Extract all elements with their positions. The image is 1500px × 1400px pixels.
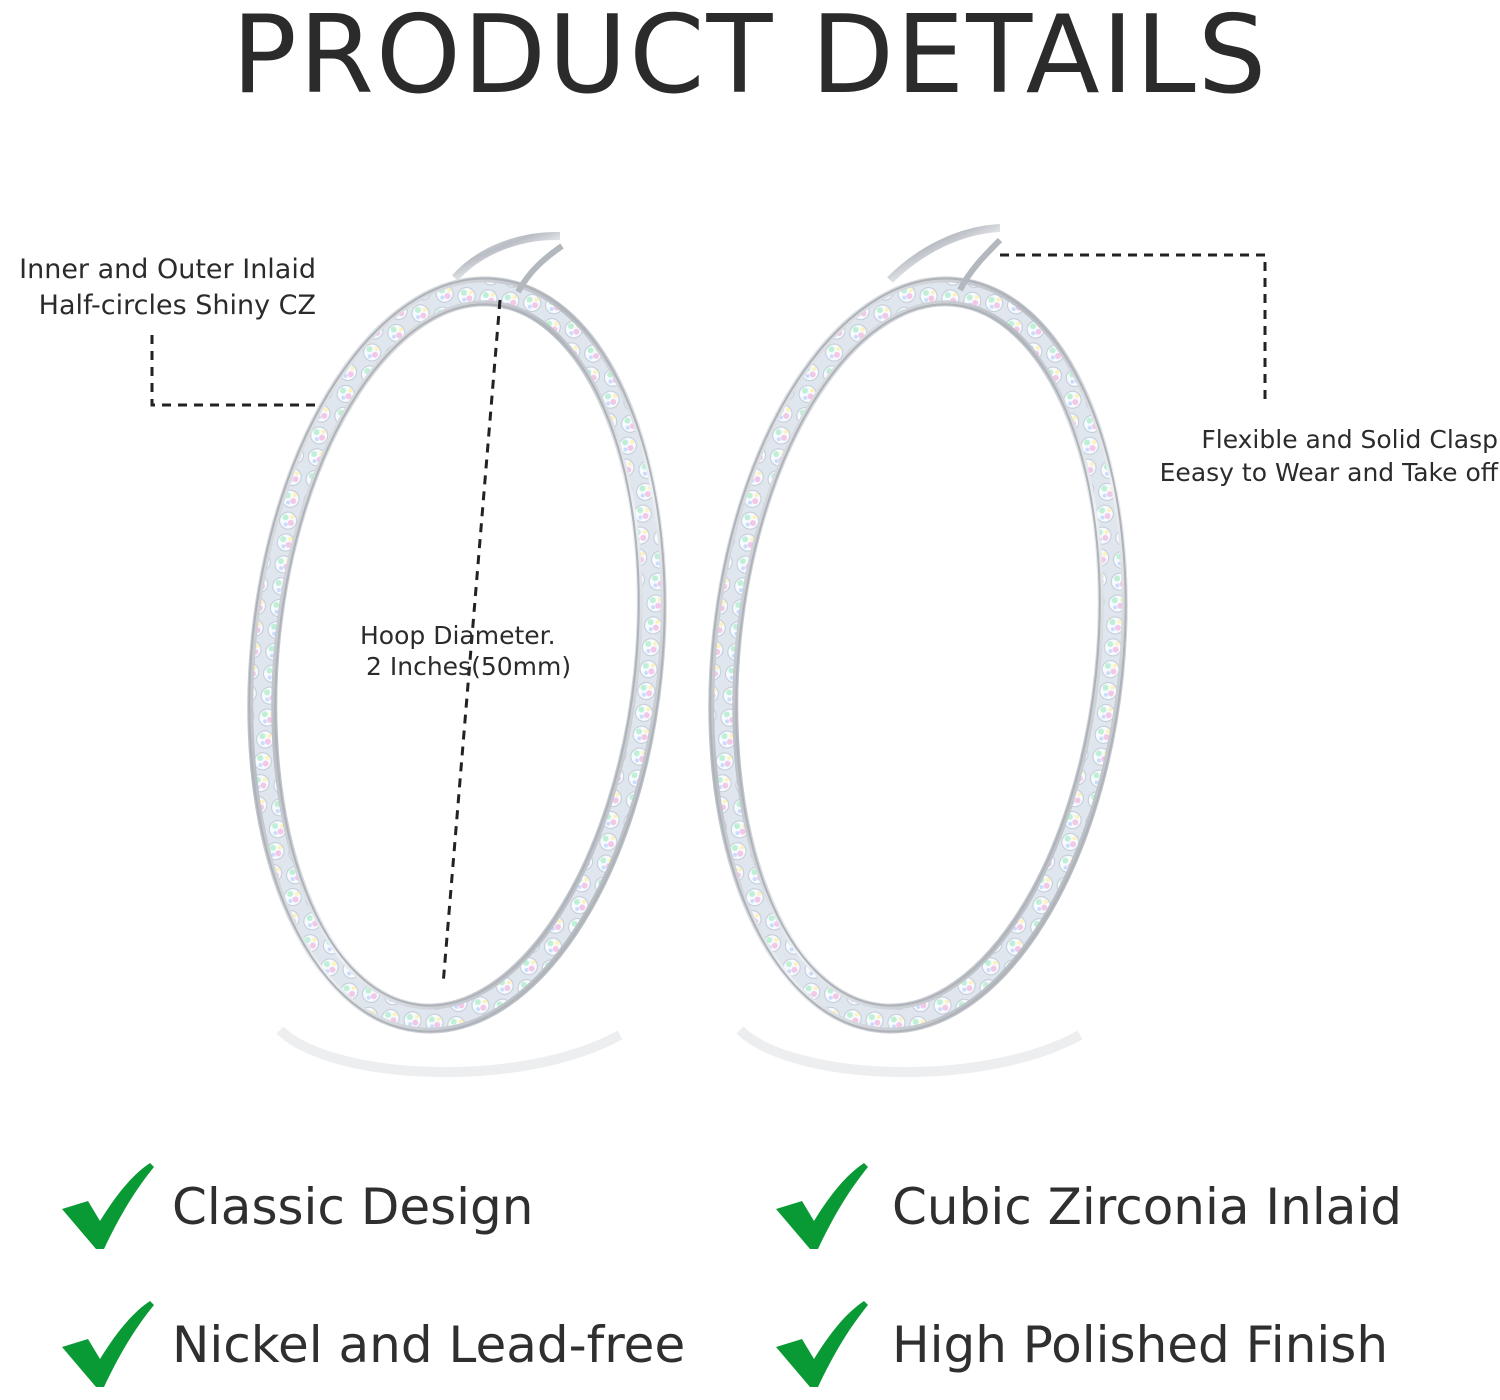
feature-label: Classic Design (172, 1178, 534, 1236)
left-hoop (247, 231, 667, 1034)
dashed-callout-lines (150, 253, 1267, 986)
clasp-annotation-line1: Flexible and Solid Clasp (1201, 425, 1498, 454)
diameter-annotation: Hoop Diameter. 2 Inches(50mm) (360, 620, 600, 683)
checkmark-icon (62, 1301, 154, 1387)
inlay-annotation: Inner and Outer Inlaid Half-circles Shin… (0, 252, 316, 323)
checkmark-icon (776, 1301, 868, 1387)
inlay-annotation-line1: Inner and Outer Inlaid (19, 254, 316, 285)
hoop-reflection (276, 1026, 1083, 1078)
checkmark-icon (62, 1163, 154, 1249)
checkmark-icon (776, 1163, 868, 1249)
inlay-annotation-line2: Half-circles Shiny CZ (38, 289, 316, 321)
feature-label: High Polished Finish (892, 1316, 1389, 1374)
page-title: PRODUCT DETAILS (231, 0, 1269, 118)
feature-nickel-lead-free: Nickel and Lead-free (58, 1290, 685, 1400)
feature-label: Cubic Zirconia Inlaid (892, 1178, 1403, 1236)
diameter-annotation-line1: Hoop Diameter. (360, 621, 556, 650)
feature-high-polished: High Polished Finish (772, 1290, 1388, 1400)
diameter-annotation-line2: 2 Inches(50mm) (366, 652, 572, 682)
clasp-annotation-line2: Eeasy to Wear and Take off (1159, 458, 1498, 487)
right-hoop (708, 224, 1128, 1034)
clasp-annotation: Flexible and Solid Clasp Eeasy to Wear a… (1100, 423, 1498, 489)
feature-label: Nickel and Lead-free (172, 1316, 686, 1374)
feature-cubic-zirconia: Cubic Zirconia Inlaid (772, 1152, 1402, 1262)
feature-classic-design: Classic Design (58, 1152, 533, 1262)
